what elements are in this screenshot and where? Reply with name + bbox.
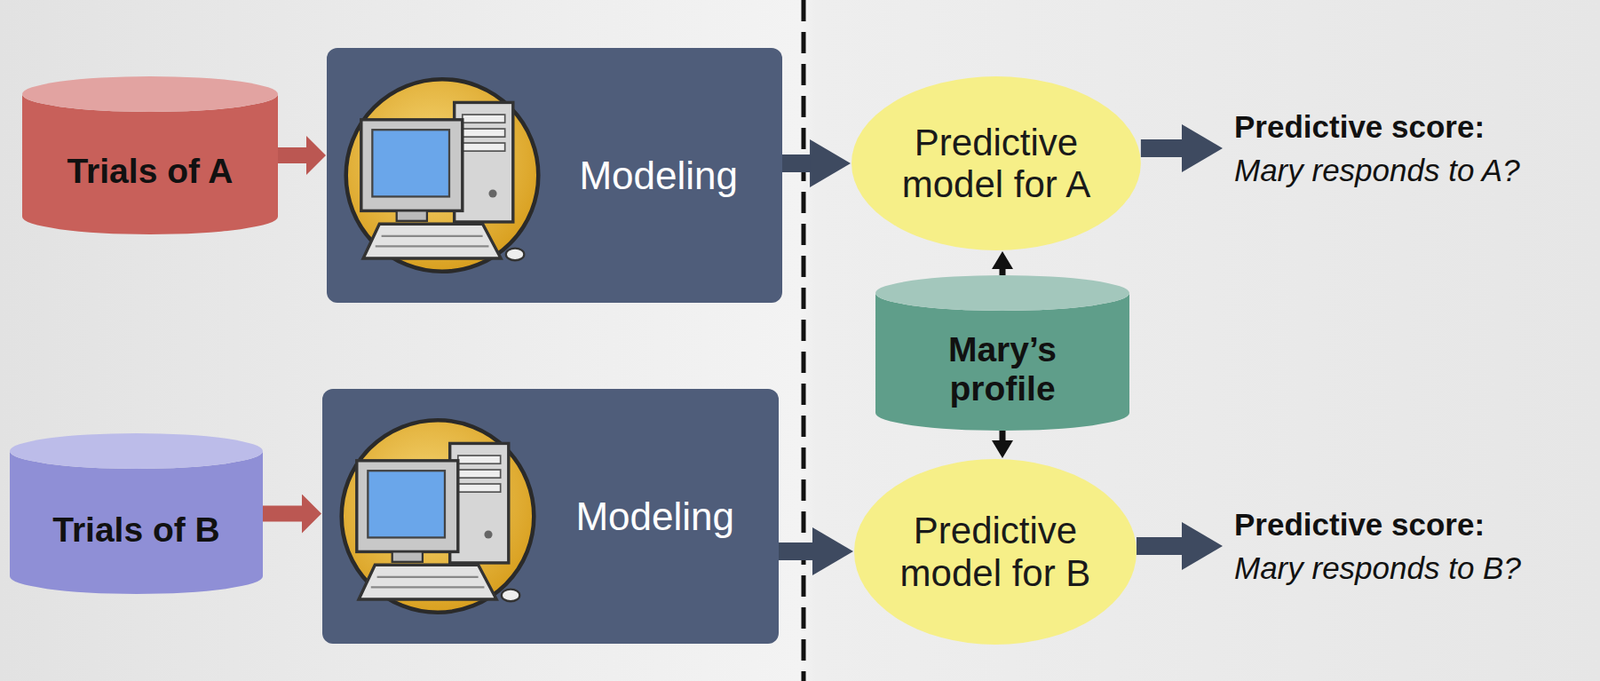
flow-arrow (782, 154, 811, 173)
node-label: Trials of A (66, 151, 233, 191)
ellipse-fill (851, 76, 1141, 251)
flow-arrow (277, 147, 308, 164)
flow-arrow (262, 506, 303, 523)
modeling-box: Modeling (326, 47, 783, 303)
flow-arrow (999, 430, 1006, 442)
model-ellipse: Predictive model for A (851, 76, 1141, 251)
ellipse-fill (854, 459, 1137, 645)
score-text: Predictive score:Mary responds to A? (1234, 104, 1594, 192)
score-question: Mary responds to A? (1234, 148, 1521, 192)
score-heading: Predictive score: (1234, 104, 1485, 149)
profile-cylinder: Mary’s profile (875, 275, 1130, 431)
flow-arrow (778, 542, 814, 561)
node-label: Predictive model for A (885, 121, 1108, 206)
cylinder-body (875, 293, 1130, 431)
data-cylinder: Trials of B (9, 433, 263, 595)
divider-line (801, 0, 807, 681)
flow-arrow (1136, 537, 1183, 555)
node-label: Modeling (578, 153, 738, 198)
cylinder-body (9, 451, 263, 595)
flow-arrow (999, 268, 1006, 276)
box-fill (326, 47, 783, 303)
box-fill (322, 388, 779, 644)
cylinder-top (9, 433, 263, 469)
modeling-box: Modeling (322, 388, 779, 644)
node-label: Modeling (575, 494, 735, 539)
score-text: Predictive score:Mary responds to B? (1234, 502, 1594, 590)
cylinder-body (22, 94, 278, 235)
cylinder-top (22, 76, 278, 112)
computer-icon (346, 79, 539, 272)
node-label: Mary’s profile (913, 330, 1092, 408)
node-label: Predictive model for B (884, 509, 1107, 594)
score-heading: Predictive score: (1234, 502, 1485, 547)
data-cylinder: Trials of A (22, 76, 278, 235)
node-label: Trials of B (52, 510, 221, 550)
model-ellipse: Predictive model for B (854, 459, 1137, 645)
cylinder-top (875, 275, 1130, 311)
computer-icon (341, 419, 535, 613)
score-question: Mary responds to B? (1234, 546, 1521, 590)
flow-arrow (1140, 139, 1183, 158)
